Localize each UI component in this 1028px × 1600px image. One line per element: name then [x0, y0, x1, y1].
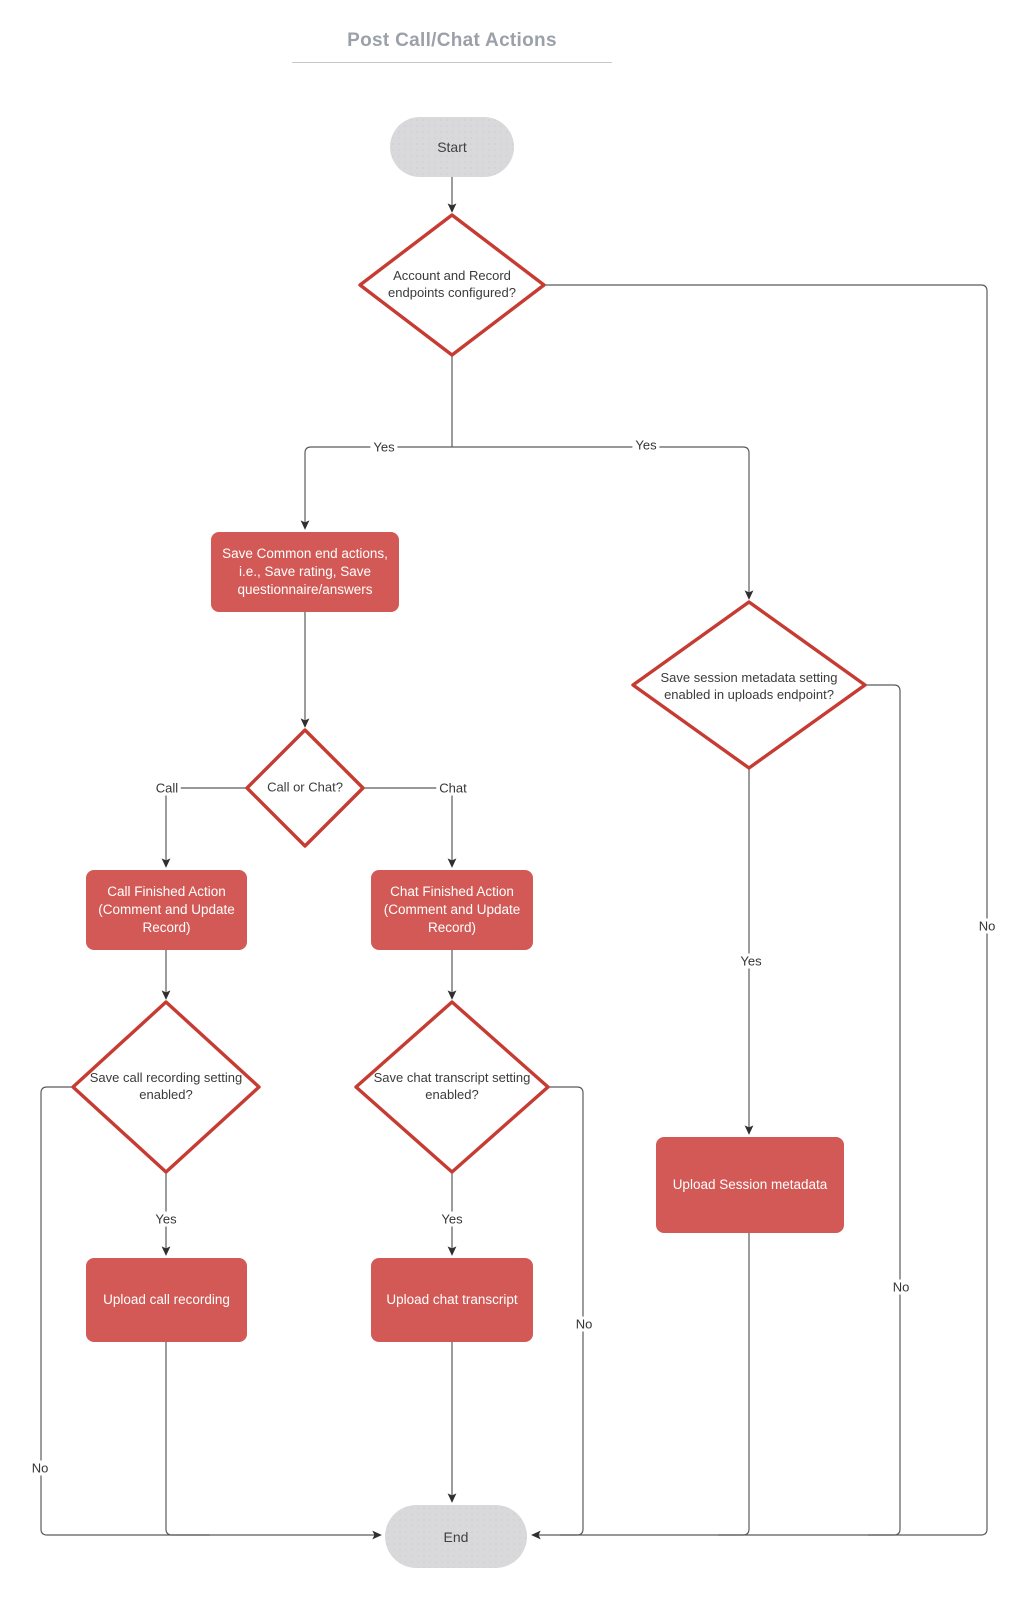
action-call-finished-label: Call Finished Action (Comment and Update…: [98, 884, 235, 935]
decision-endpoints-configured-shape: [358, 213, 546, 357]
action-upload-chat-transcript: Upload chat transcript: [371, 1258, 533, 1342]
action-save-common-label: Save Common end actions, i.e., Save rati…: [222, 546, 388, 597]
action-chat-finished-label: Chat Finished Action (Comment and Update…: [383, 884, 521, 935]
edge-label-yes-upload-call: Yes: [152, 1211, 180, 1227]
action-upload-session-metadata: Upload Session metadata: [656, 1137, 844, 1233]
edge-label-no-call-recording: No: [28, 1460, 52, 1476]
edge-label-yes-session-check: Yes: [632, 437, 660, 453]
edge-call-branch: [161, 787, 247, 868]
edge-chat-branch: [363, 787, 457, 868]
edge-no-session-to-end: [865, 684, 901, 1536]
decision-endpoints-configured-label: Account and Record endpoints configured?: [388, 268, 516, 300]
action-upload-chat-transcript-label: Upload chat transcript: [386, 1292, 518, 1308]
edge-no-endpoints-to-end: [531, 284, 988, 1540]
decision-session-metadata-shape: [631, 600, 867, 770]
edge-no-transcript-to-end: [548, 1086, 584, 1536]
edge-label-no-session-check: No: [889, 1279, 913, 1295]
action-upload-session-metadata-label: Upload Session metadata: [672, 1177, 828, 1193]
edge-yes-to-save-common: [300, 446, 452, 530]
edge-label-yes-save-common: Yes: [370, 439, 398, 455]
decision-session-metadata-label: Save session metadata setting enabled in…: [660, 670, 838, 702]
edge-label-chat: Chat: [436, 780, 470, 796]
action-chat-finished: Chat Finished Action (Comment and Update…: [371, 870, 533, 950]
edge-no-recording-to-end: [40, 1086, 382, 1540]
edge-label-no-endpoints-check: No: [975, 918, 999, 934]
action-upload-call-recording: Upload call recording: [86, 1258, 247, 1342]
edge-upload-session-to-end: [718, 1233, 750, 1536]
edge-upload-call-to-end: [165, 1342, 210, 1536]
page-title: Post Call/Chat Actions: [292, 30, 612, 63]
end-terminal: End: [385, 1505, 527, 1568]
start-label: Start: [437, 139, 467, 155]
decision-call-or-chat-label: Call or Chat?: [267, 779, 343, 795]
start-terminal: Start: [390, 117, 514, 177]
decision-chat-transcript-label: Save chat transcript setting enabled?: [373, 1070, 531, 1102]
action-save-common: Save Common end actions, i.e., Save rati…: [211, 532, 399, 612]
decision-call-recording-shape: [71, 1000, 261, 1174]
action-upload-call-recording-label: Upload call recording: [103, 1292, 230, 1308]
action-call-finished: Call Finished Action (Comment and Update…: [86, 870, 247, 950]
edge-yes-to-session-check: [452, 446, 754, 600]
edge-label-yes-upload-chat: Yes: [438, 1211, 466, 1227]
end-label: End: [443, 1528, 469, 1545]
edge-label-no-chat-transcript: No: [572, 1316, 596, 1332]
edge-label-call: Call: [152, 780, 182, 796]
decision-call-or-chat-shape: [245, 728, 365, 848]
decision-chat-transcript-shape: [354, 1000, 550, 1174]
edge-label-yes-upload-session: Yes: [737, 953, 765, 969]
decision-call-recording-label: Save call recording setting enabled?: [89, 1070, 243, 1102]
